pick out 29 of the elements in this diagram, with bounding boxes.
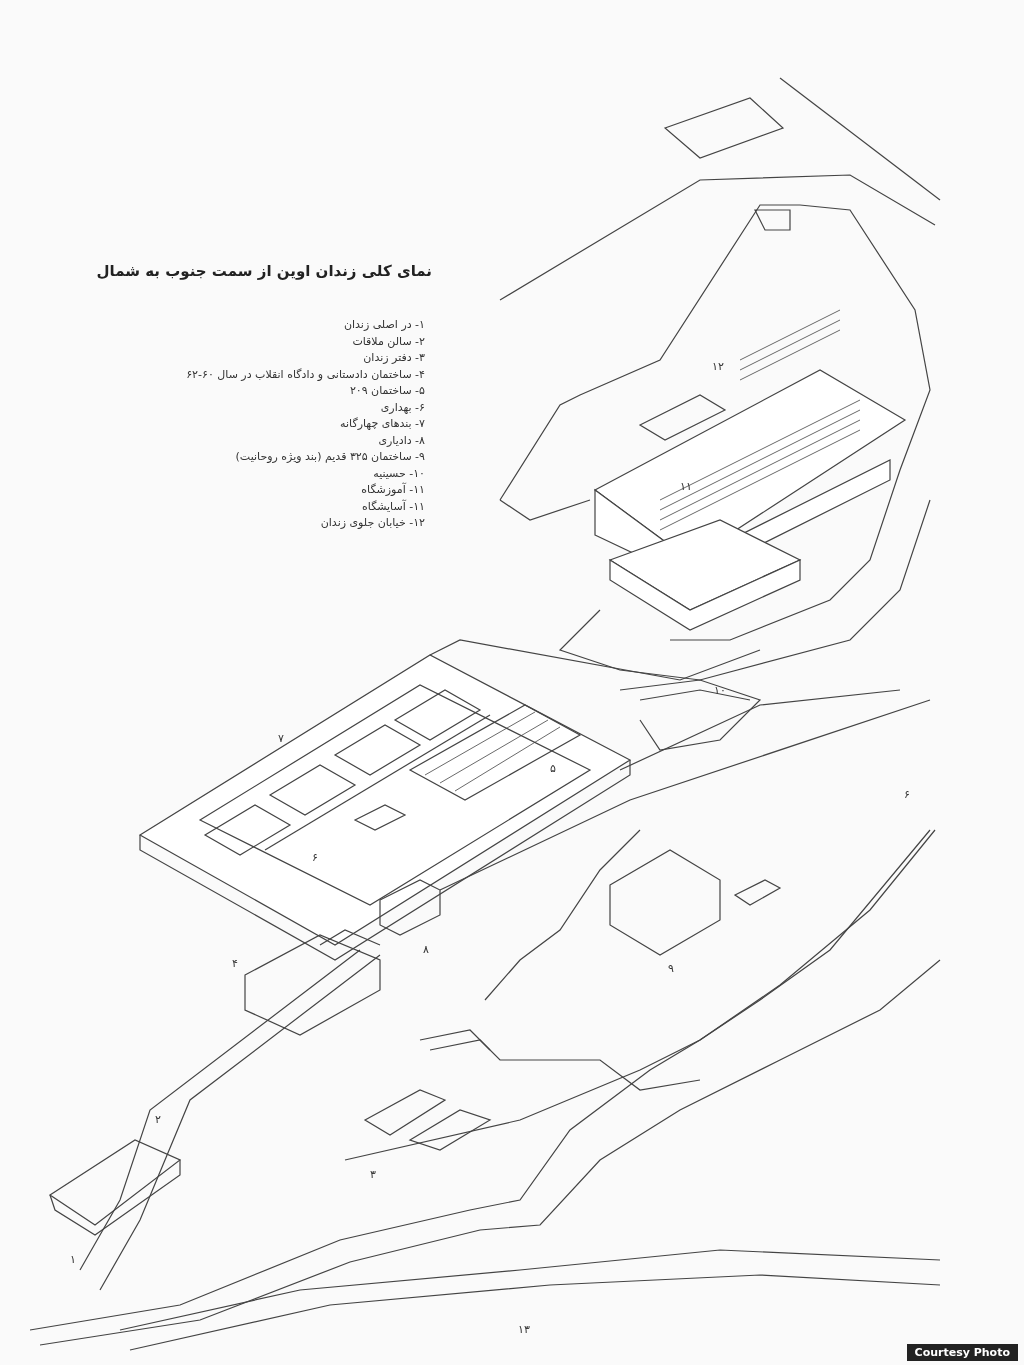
legend-item: ۱- در اصلی زندان	[343, 318, 425, 331]
legend-item: ۱۱- آموزشگاه	[361, 483, 425, 496]
legend-item: ۹- ساختمان ۳۲۵ قدیم (بند ویژه روحانیت)	[235, 450, 425, 463]
callout-number: ۴	[232, 957, 238, 970]
legend-item: ۵- ساختمان ۲۰۹	[349, 384, 425, 397]
legend-item: ۳- دفتر زندان	[363, 351, 425, 364]
callout-number: ۶	[312, 851, 318, 864]
callout-number: ۵	[550, 762, 556, 775]
legend-item: ۸- دادیاری	[378, 433, 425, 447]
callout-number: ۱۲	[712, 360, 724, 373]
legend-item: ۱۰- حسینیه	[373, 466, 425, 480]
legend-item: ۷- بندهای چهارگانه	[340, 417, 425, 430]
legend-item: ۶- بهداری	[380, 400, 425, 414]
legend-item: ۲- سالن ملاقات	[352, 334, 425, 348]
callout-number: ۶	[904, 788, 910, 801]
page-number: ۱۳	[518, 1323, 530, 1336]
callout-number: ۱۰	[714, 684, 726, 697]
title: نمای کلی زندان اوین از سمت جنوب به شمال	[96, 262, 432, 280]
callout-number: ۱۱	[680, 480, 692, 493]
legend-item: ۴- ساختمان دادستانی و دادگاه انقلاب در سال ۶۰-۶۲	[186, 367, 425, 381]
legend-item: ۱۱- آسایشگاه	[362, 499, 425, 513]
callout-number: ۸	[423, 943, 429, 956]
callout-number: ۹	[668, 962, 674, 975]
callout-number: ۱	[70, 1253, 76, 1266]
callout-number: ۷	[278, 732, 284, 745]
callout-number: ۳	[370, 1168, 376, 1181]
photo-credit: Courtesy Photo	[906, 1344, 1018, 1361]
legend-item: ۱۲- خیابان جلوی زندان	[320, 516, 425, 529]
callout-number: ۲	[155, 1113, 161, 1126]
